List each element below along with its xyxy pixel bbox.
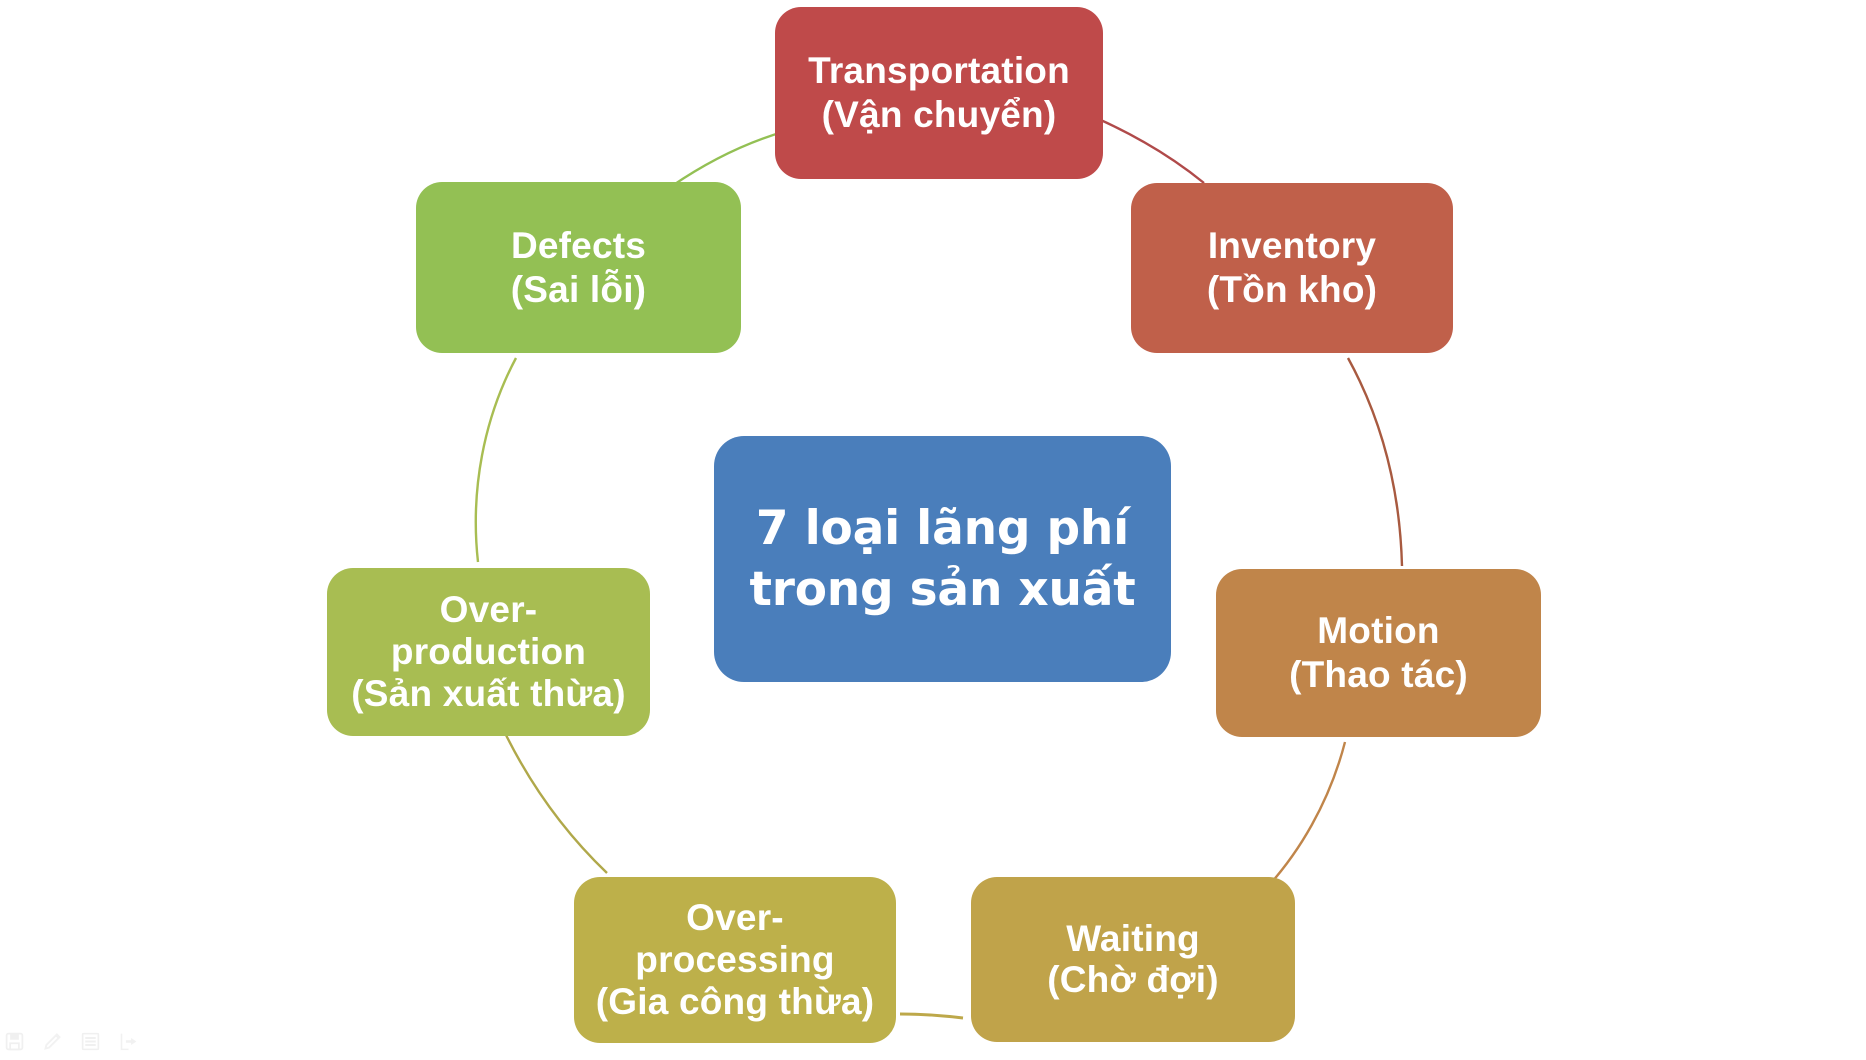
lines-icon[interactable] xyxy=(80,1031,101,1052)
waste-node-defects-subtitle: (Sai lỗi) xyxy=(510,268,647,310)
connector-overproduction-defects xyxy=(474,357,518,563)
status-toolbar xyxy=(0,1026,139,1056)
waste-node-inventory-subtitle: (Tồn kho) xyxy=(1206,269,1378,310)
pen-icon[interactable] xyxy=(42,1031,63,1052)
waste-node-overprocessing-subtitle: (Gia công thừa) xyxy=(595,981,875,1023)
waste-node-overproduction-title-line-1: Over- xyxy=(439,588,538,630)
connector-overprocessing-overproduction xyxy=(502,730,608,874)
waste-node-inventory-title: Inventory xyxy=(1207,225,1377,267)
center-node-line-1: 7 loại lãng phí xyxy=(755,500,1130,556)
waste-node-inventory[interactable]: Inventory (Tồn kho) xyxy=(1131,183,1453,353)
waste-node-overprocessing-title-line-2: processing xyxy=(635,938,835,980)
waste-node-motion[interactable]: Motion (Thao tác) xyxy=(1216,569,1541,737)
waste-node-overproduction[interactable]: Over- production (Sản xuất thừa) xyxy=(327,568,650,736)
center-node[interactable]: 7 loại lãng phí trong sản xuất xyxy=(714,436,1171,682)
waste-node-motion-title: Motion xyxy=(1317,610,1440,652)
waste-node-overproduction-title-line-2: production xyxy=(390,630,587,672)
waste-node-transportation-title: Transportation xyxy=(808,50,1070,92)
export-icon[interactable] xyxy=(118,1031,139,1052)
save-icon[interactable] xyxy=(4,1031,25,1052)
waste-node-waiting-title: Waiting xyxy=(1066,917,1200,959)
waste-node-defects-title: Defects xyxy=(510,224,647,266)
connector-waiting-overprocessing xyxy=(899,1012,964,1020)
waste-node-transportation-subtitle: (Vận chuyển) xyxy=(821,94,1057,135)
waste-node-waiting-subtitle: (Chờ đợi) xyxy=(1047,958,1219,1000)
waste-node-overprocessing-title-line-1: Over- xyxy=(686,896,784,938)
waste-node-transportation[interactable]: Transportation (Vận chuyển) xyxy=(775,7,1103,179)
waste-node-overproduction-subtitle: (Sản xuất thừa) xyxy=(351,673,626,715)
connector-inventory-motion xyxy=(1346,357,1404,567)
waste-node-waiting[interactable]: Waiting (Chờ đợi) xyxy=(971,877,1295,1042)
connector-motion-waiting xyxy=(1258,741,1347,897)
waste-node-overprocessing[interactable]: Over- processing (Gia công thừa) xyxy=(574,877,896,1043)
connector-transportation-inventory xyxy=(1093,115,1205,184)
center-node-line-2: trong sản xuất xyxy=(749,562,1136,617)
waste-node-motion-subtitle: (Thao tác) xyxy=(1289,654,1468,695)
waste-node-defects[interactable]: Defects (Sai lỗi) xyxy=(416,182,741,353)
connector-defects-transportation xyxy=(671,129,787,187)
